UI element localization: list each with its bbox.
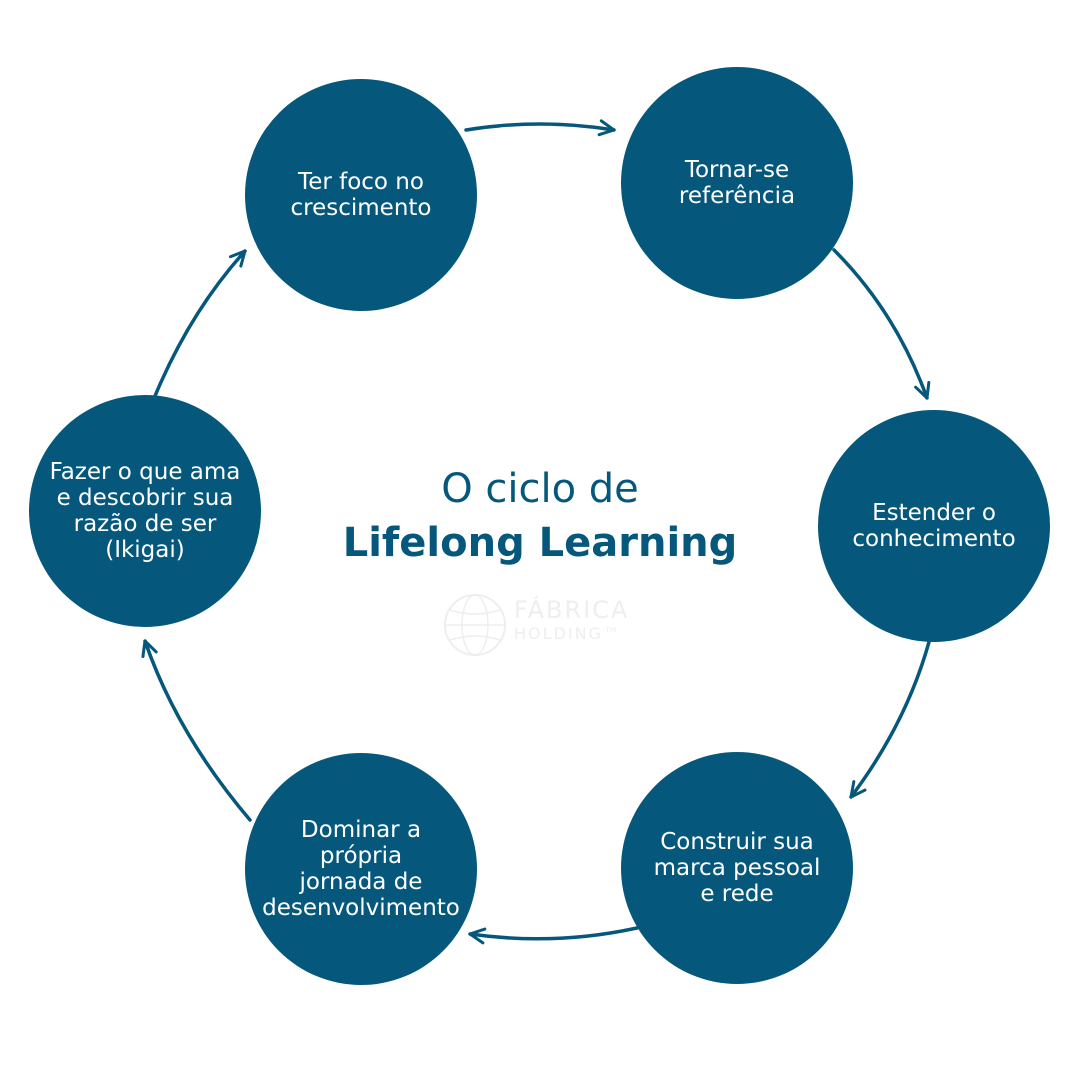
connector-n5-n6 — [141, 639, 252, 822]
cycle-node-growth-focus: Ter foco no crescimento — [245, 79, 477, 311]
title-line-2: Lifelong Learning — [342, 520, 738, 566]
watermark-logo: FÁBRICA HOLDING™ — [442, 592, 642, 658]
connector-n3-n4 — [849, 640, 931, 799]
connector-n6-n1 — [153, 249, 247, 398]
cycle-node-label: Construir sua marca pessoal e rede — [653, 829, 821, 907]
cycle-node-label: Tornar-se referência — [678, 157, 796, 209]
watermark-globe-icon — [444, 594, 506, 656]
connector-n2-n3 — [832, 248, 931, 400]
title-line-1: O ciclo de — [441, 466, 639, 512]
watermark-text: FÁBRICA — [514, 596, 630, 624]
cycle-node-label: Estender o conhecimento — [852, 500, 1016, 552]
diagram-title: O ciclo de Lifelong Learning — [290, 462, 790, 570]
cycle-node-label: Ter foco no crescimento — [290, 169, 432, 221]
connector-n4-n5 — [468, 926, 639, 945]
cycle-node-personal-brand: Construir sua marca pessoal e rede — [621, 752, 853, 984]
cycle-node-extend-knowledge: Estender o conhecimento — [818, 410, 1050, 642]
cycle-node-become-reference: Tornar-se referência — [621, 67, 853, 299]
cycle-node-label: Dominar a própria jornada de desenvolvim… — [262, 817, 460, 921]
cycle-node-label: Fazer o que ama e descobrir sua razão de… — [49, 459, 241, 563]
connector-n1-n2 — [464, 119, 616, 137]
cycle-node-ikigai: Fazer o que ama e descobrir sua razão de… — [29, 395, 261, 627]
cycle-node-own-development: Dominar a própria jornada de desenvolvim… — [245, 753, 477, 985]
watermark-subtext: HOLDING™ — [514, 624, 621, 643]
